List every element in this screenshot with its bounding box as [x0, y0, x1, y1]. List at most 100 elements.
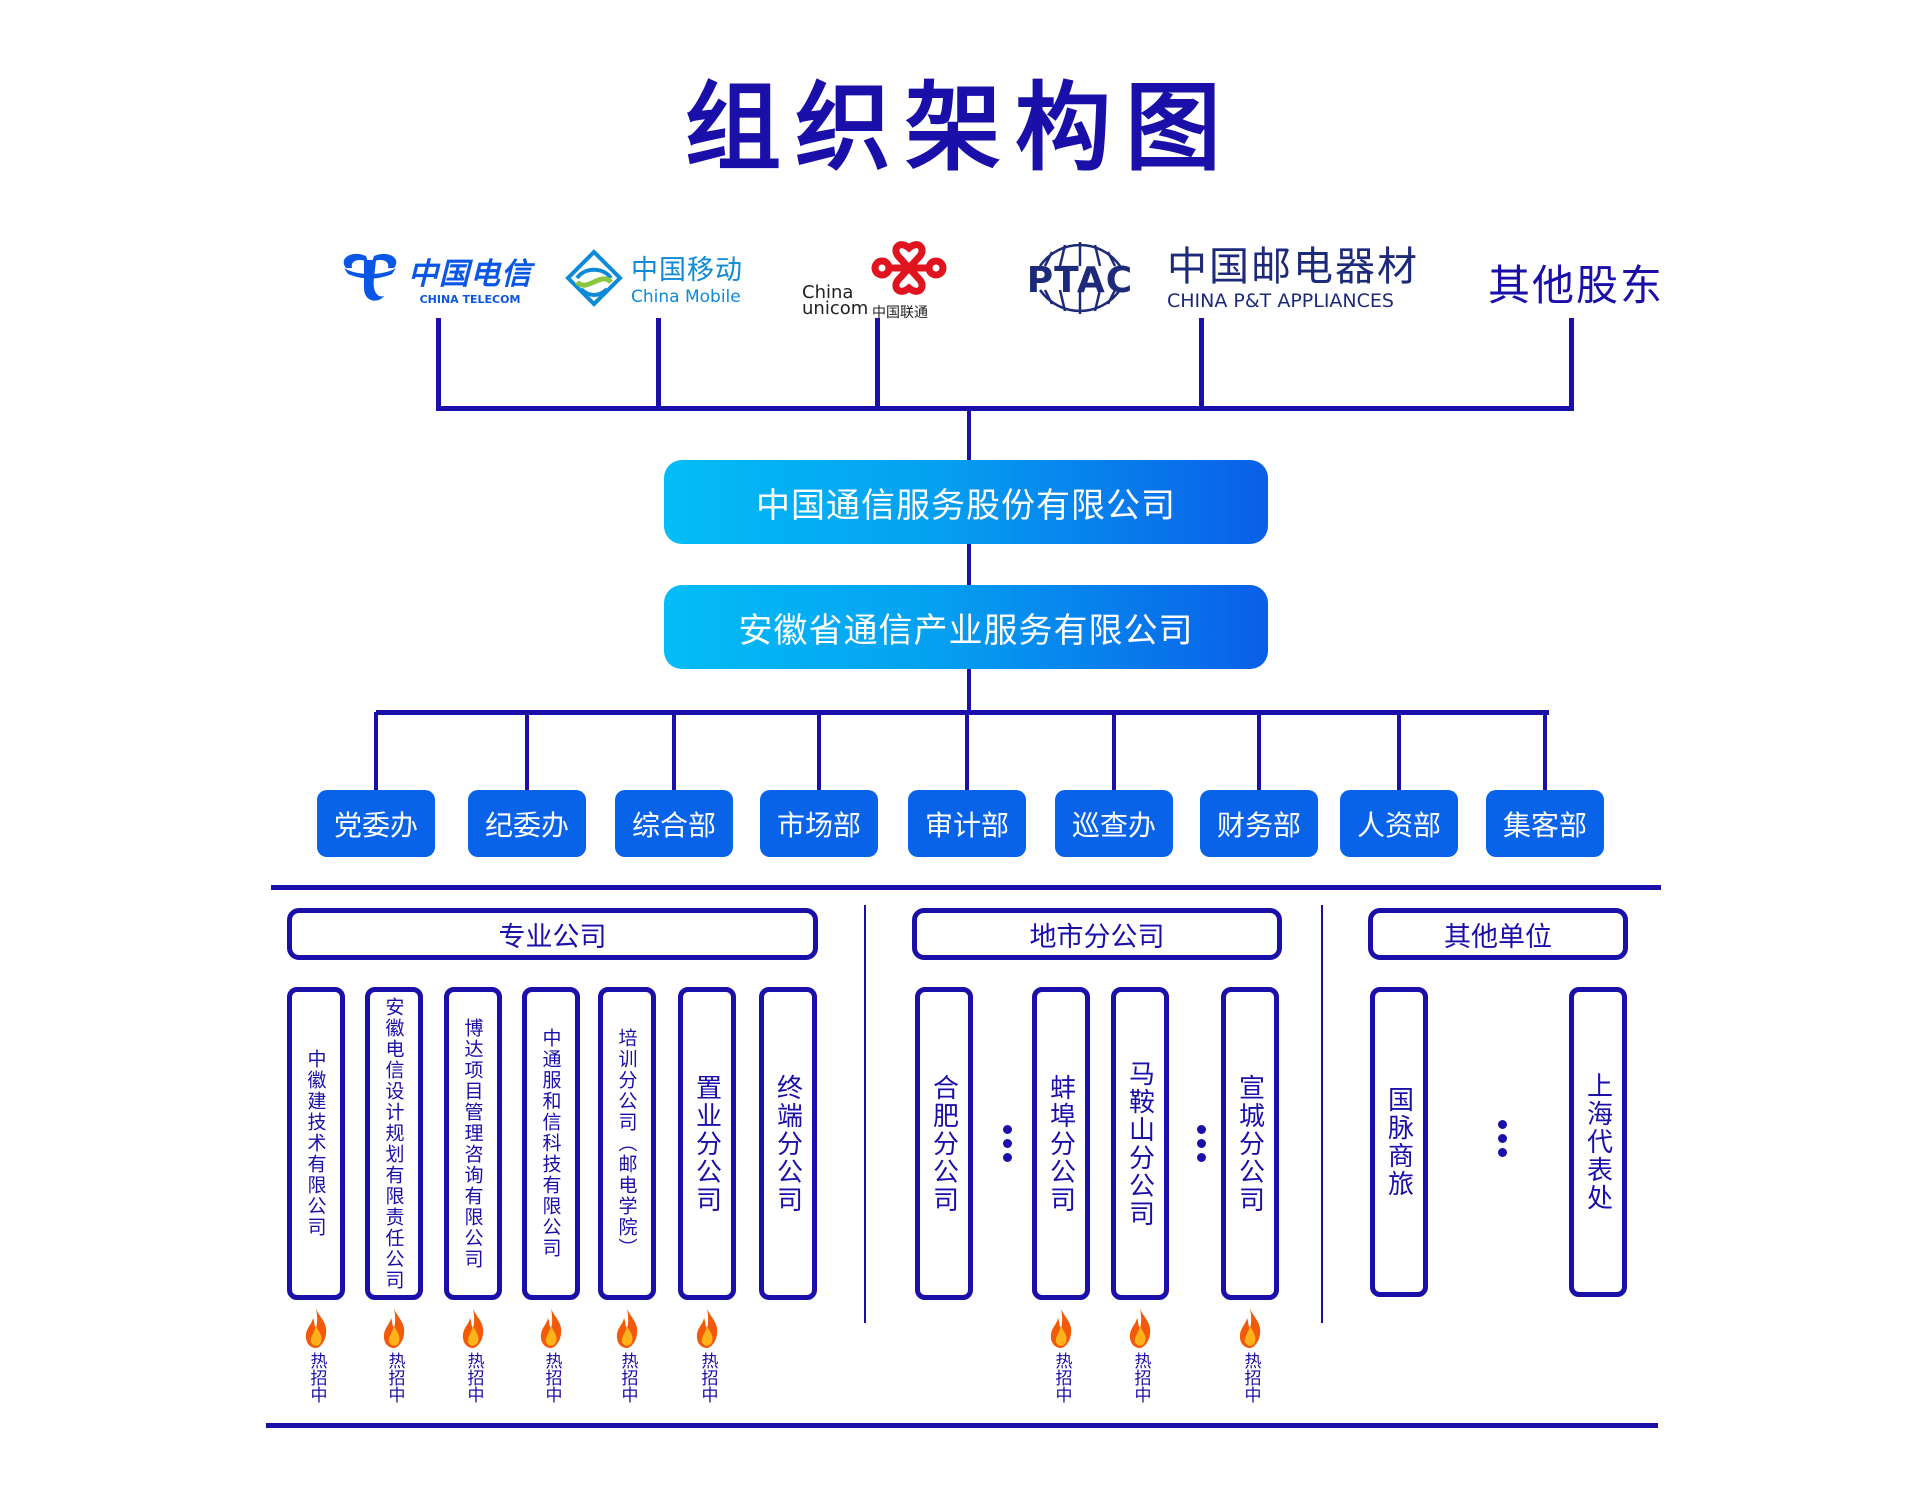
unit-name: 中通服和信科技有限公司 [539, 1028, 562, 1259]
ptac-globe-icon [1038, 242, 1122, 314]
flame-icon [616, 1308, 638, 1348]
hiring-badge: 热招中 [1041, 1308, 1081, 1403]
hiring-badge: 热招中 [374, 1308, 414, 1403]
shareholder-english: CHINA P&T APPLIANCES [1167, 290, 1394, 312]
hiring-label: 热招中 [697, 1352, 718, 1403]
unit-name: 置业分公司 [691, 1073, 722, 1214]
unit-box[interactable]: 蚌埠分公司 [1032, 987, 1090, 1300]
hiring-label: 热招中 [384, 1352, 405, 1403]
flame-icon [1050, 1308, 1072, 1348]
hiring-label: 热招中 [463, 1352, 484, 1403]
hiring-label: 热招中 [1130, 1352, 1151, 1403]
unit-box[interactable]: 上海代表处 [1569, 987, 1627, 1297]
shareholder-ptac: PTAC 中国邮电器材 CHINA P&T APPLIANCES [1005, 238, 1419, 318]
department-box[interactable]: 纪委办 [468, 790, 586, 857]
hiring-label: 热招中 [541, 1352, 562, 1403]
department-box[interactable]: 审计部 [908, 790, 1026, 857]
unit-box[interactable]: 国脉商旅 [1370, 987, 1428, 1297]
connector-line [965, 712, 969, 792]
group-header-specialized: 专业公司 [287, 908, 818, 960]
unit-box[interactable]: 马鞍山分公司 [1111, 987, 1169, 1300]
shareholder-name: 中国电信 [408, 256, 532, 292]
connector-line [967, 544, 971, 585]
unit-box[interactable]: 宣城分公司 [1221, 987, 1279, 1300]
department-box[interactable]: 巡查办 [1055, 790, 1173, 857]
unit-name: 合肥分公司 [928, 1073, 959, 1214]
shareholder-china-telecom: 中国电信 CHINA TELECOM [338, 248, 532, 306]
connector-line [1543, 712, 1547, 792]
unit-box[interactable]: 博达项目管理咨询有限公司 [444, 987, 502, 1300]
vertical-ellipsis-icon [1002, 1125, 1012, 1162]
connector-line [525, 712, 529, 792]
hiring-label: 热招中 [1240, 1352, 1261, 1403]
unit-name: 宣城分公司 [1234, 1073, 1265, 1214]
unicom-english-line2: unicom [802, 298, 869, 319]
unit-name: 国脉商旅 [1383, 1086, 1414, 1198]
connector-line [1112, 712, 1116, 792]
vertical-ellipsis-icon [1196, 1125, 1206, 1162]
connector-line [672, 712, 676, 792]
shareholder-others: 其他股东 [1488, 261, 1665, 310]
hiring-badge: 热招中 [453, 1308, 493, 1403]
hiring-badge: 热招中 [531, 1308, 571, 1403]
flame-icon [462, 1308, 484, 1348]
group-header-city-branches: 地市分公司 [912, 908, 1282, 960]
unit-box[interactable]: 合肥分公司 [915, 987, 973, 1300]
hiring-label: 热招中 [306, 1352, 327, 1403]
shareholder-china-unicom: China unicom 中国联通 [800, 238, 950, 321]
hiring-label: 热招中 [617, 1352, 638, 1403]
flame-icon [696, 1308, 718, 1348]
unit-box[interactable]: 培训分公司（邮电学院） [598, 987, 656, 1300]
main-company-box[interactable]: 安徽省通信产业服务有限公司 [664, 585, 1268, 669]
hiring-badge: 热招中 [687, 1308, 727, 1403]
connector-line [1199, 318, 1204, 411]
ptac-badge: PTAC [1026, 260, 1134, 301]
shareholder-name: 中国联通 [872, 305, 928, 321]
shareholder-english: CHINA TELECOM [419, 292, 521, 306]
department-box[interactable]: 党委办 [317, 790, 435, 857]
unicom-english-line1: China [802, 282, 854, 303]
china-telecom-icon [343, 253, 397, 301]
department-box[interactable]: 财务部 [1200, 790, 1318, 857]
flame-icon [305, 1308, 327, 1348]
top-divider [271, 885, 1661, 890]
unit-box[interactable]: 中徽建技术有限公司 [287, 987, 345, 1300]
hiring-badge: 热招中 [1230, 1308, 1270, 1403]
china-mobile-icon [565, 248, 623, 307]
connector-line [817, 712, 821, 792]
hiring-badge: 热招中 [607, 1308, 647, 1403]
hiring-label: 热招中 [1051, 1352, 1072, 1403]
connector-line [967, 669, 971, 715]
unit-name: 上海代表处 [1582, 1072, 1613, 1212]
shareholder-name: 中国邮电器材 [1167, 244, 1419, 290]
hiring-badge: 热招中 [1120, 1308, 1160, 1403]
connector-line [1257, 712, 1261, 792]
unit-name: 中徽建技术有限公司 [304, 1049, 327, 1238]
page-title: 组织架构图 [685, 72, 1235, 184]
department-box[interactable]: 集客部 [1486, 790, 1604, 857]
unit-box[interactable]: 安徽电信设计规划有限责任公司 [365, 987, 423, 1300]
unit-box[interactable]: 终端分公司 [759, 987, 817, 1300]
unit-box[interactable]: 置业分公司 [678, 987, 736, 1300]
flame-icon [540, 1308, 562, 1348]
hiring-badge: 热招中 [296, 1308, 336, 1403]
unit-name: 蚌埠分公司 [1045, 1073, 1076, 1214]
connector-line [967, 411, 971, 461]
department-box[interactable]: 市场部 [760, 790, 878, 857]
shareholder-china-mobile: 中国移动 China Mobile [565, 248, 743, 307]
china-unicom-icon [871, 241, 947, 295]
connector-line [374, 712, 378, 792]
flame-icon [1239, 1308, 1261, 1348]
parent-company-box[interactable]: 中国通信服务股份有限公司 [664, 460, 1268, 544]
flame-icon [1129, 1308, 1151, 1348]
connector-line [875, 318, 880, 411]
department-box[interactable]: 人资部 [1340, 790, 1458, 857]
unit-name: 马鞍山分公司 [1124, 1059, 1155, 1228]
shareholder-name: 中国移动 [631, 255, 743, 286]
department-box[interactable]: 综合部 [615, 790, 733, 857]
connector-line [656, 318, 661, 411]
bottom-divider [266, 1423, 1658, 1428]
connector-line [436, 318, 441, 411]
unit-box[interactable]: 中通服和信科技有限公司 [522, 987, 580, 1300]
shareholder-english: China Mobile [631, 287, 741, 307]
